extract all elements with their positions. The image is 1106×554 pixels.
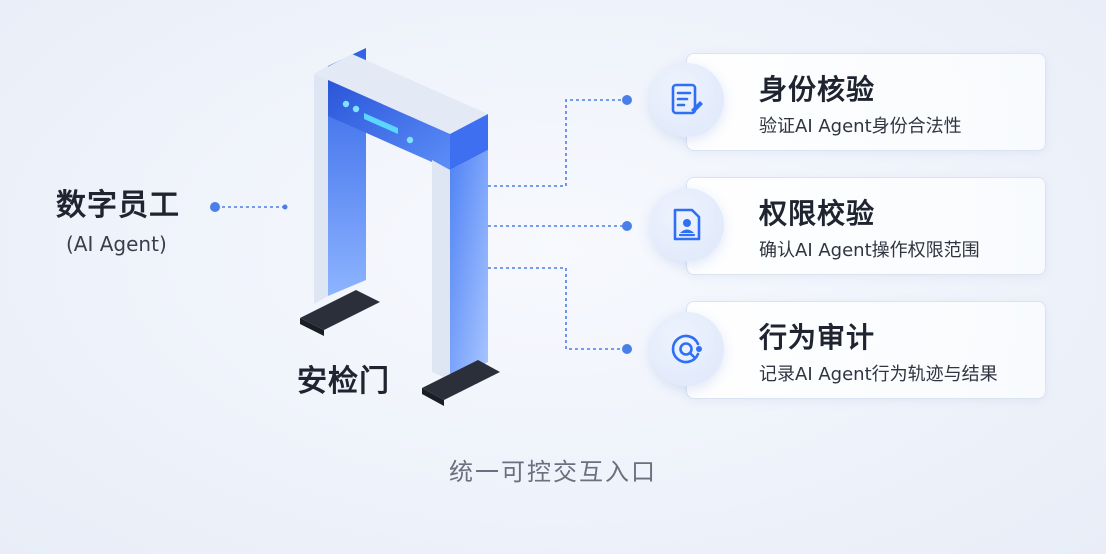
display-screen	[364, 113, 398, 134]
indicator-light-1	[342, 100, 350, 108]
check-card-identity: 身份核验 验证AI Agent身份合法性	[686, 53, 1046, 151]
left-base-side	[300, 318, 324, 336]
left-pillar-side	[314, 66, 328, 304]
connector-audit	[488, 267, 624, 350]
agent-title: 数字员工	[56, 188, 180, 223]
top-bar-side	[450, 114, 488, 170]
agent-subtitle: (AI Agent)	[66, 232, 167, 256]
connector-identity-dot	[622, 95, 632, 105]
gate-label: 安检门	[297, 364, 390, 399]
left-base	[300, 290, 380, 330]
check-title: 身份核验	[759, 73, 876, 106]
top-bar-top	[314, 54, 488, 134]
agent-connector-dot	[210, 202, 220, 212]
right-pillar-side	[432, 160, 450, 380]
check-desc: 确认AI Agent操作权限范围	[759, 240, 980, 261]
check-desc: 验证AI Agent身份合法性	[759, 116, 962, 137]
indicator-light-3	[406, 136, 414, 144]
check-title: 行为审计	[759, 321, 876, 354]
user-document-icon	[650, 188, 724, 262]
check-card-permission: 权限校验 确认AI Agent操作权限范围	[686, 177, 1046, 275]
connector-permission-dot	[622, 221, 632, 231]
search-audit-icon	[650, 312, 724, 386]
check-card-audit: 行为审计 记录AI Agent行为轨迹与结果	[686, 301, 1046, 399]
check-desc: 记录AI Agent行为轨迹与结果	[759, 364, 998, 385]
document-edit-icon	[650, 63, 724, 137]
right-base-side	[422, 388, 444, 406]
agent-connector-end	[282, 204, 288, 210]
indicator-light-2	[352, 105, 360, 113]
right-base	[422, 360, 500, 400]
right-pillar-front	[450, 150, 488, 380]
footer-caption: 统一可控交互入口	[449, 458, 657, 486]
connector-identity	[488, 99, 624, 187]
check-title: 权限校验	[759, 197, 876, 230]
connector-audit-dot	[622, 344, 632, 354]
